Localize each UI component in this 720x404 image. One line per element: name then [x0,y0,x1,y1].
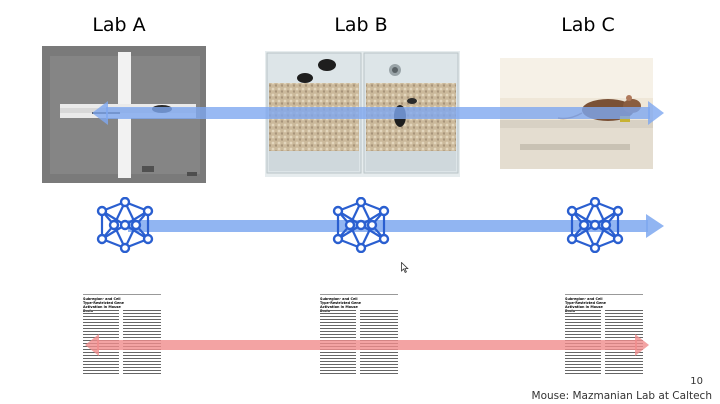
slide-number: 10 [690,376,703,387]
bottom-double-arrow [85,334,649,356]
lab-c-title: Lab C [561,14,615,36]
neural-network-icon [96,197,154,253]
neural-network-icon [332,197,390,253]
lab-b-title: Lab B [334,14,388,36]
top-double-arrow [92,101,664,125]
credit-caption: Mouse: Mazmanian Lab at Caltech [531,390,712,402]
cursor-icon [401,262,409,273]
lab-a-title: Lab A [92,14,146,36]
neural-network-icon [566,197,624,253]
middle-arrow [128,214,664,238]
